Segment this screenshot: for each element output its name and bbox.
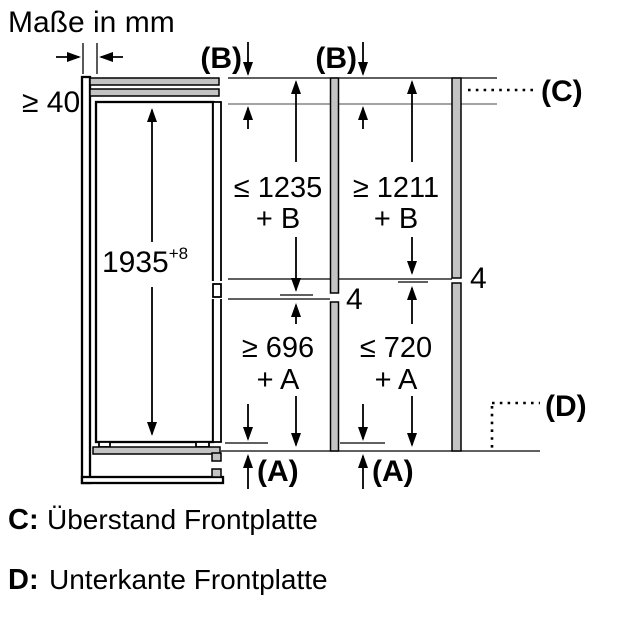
niche-height-value: 1935+8 xyxy=(102,244,188,279)
middle-panel-upper xyxy=(329,77,340,294)
legend: C:Überstand Frontplatte D:Unterkante Fro… xyxy=(8,504,328,596)
label-d: (D) xyxy=(545,390,587,423)
rear-gap-value: ≥ 40 xyxy=(22,86,80,119)
lower-right-variable: + A xyxy=(375,364,418,396)
appliance-body xyxy=(94,100,215,444)
top-gap-b-dimension: (B) (B) xyxy=(200,42,368,129)
c-callout: (C) xyxy=(468,75,583,108)
lower-left-value: ≥ 696 xyxy=(242,332,314,364)
upper-right-value: ≥ 1211 xyxy=(353,172,439,204)
right-panel-upper xyxy=(451,77,462,279)
d-callout: (D) xyxy=(490,390,587,450)
panel-gap-right-value: 4 xyxy=(470,262,487,295)
cabinet-rear-wall xyxy=(80,75,92,485)
rear-gap-dimension: ≥ 40 xyxy=(22,43,123,119)
bottom-gap-a-dimension: (A) (A) xyxy=(243,404,414,489)
niche-floor xyxy=(92,446,221,455)
appliance-door xyxy=(212,101,222,443)
legend-item-c: C:Überstand Frontplatte xyxy=(8,504,318,536)
cabinet-top-panel-inner xyxy=(89,88,220,97)
upper-left-variable: + B xyxy=(256,203,300,235)
plinth-bracket-upper xyxy=(211,452,222,462)
legend-item-d: D:Unterkante Frontplatte xyxy=(8,564,328,596)
panel-gap-left-value: 4 xyxy=(346,283,363,316)
lower-left-dimension: ≥ 696 + A xyxy=(242,303,314,447)
label-c: (C) xyxy=(541,75,583,108)
lower-right-value: ≤ 720 xyxy=(360,332,432,364)
lower-right-dimension: ≤ 720 + A xyxy=(360,286,432,447)
middle-panel-lower xyxy=(329,301,340,452)
upper-right-dimension: ≥ 1211 + B xyxy=(353,80,439,275)
front-panels xyxy=(329,77,462,452)
label-a-right: (A) xyxy=(372,455,414,488)
cabinet-section xyxy=(80,75,225,485)
door-hinge xyxy=(212,283,222,298)
label-b-left: (B) xyxy=(200,42,242,75)
label-a-left: (A) xyxy=(257,455,299,488)
cabinet-bottom xyxy=(80,475,225,485)
right-panel-lower xyxy=(451,282,462,452)
niche-height-dimension: 1935+8 xyxy=(102,108,188,436)
upper-right-variable: + B xyxy=(374,203,418,235)
diagram-title: Maße in mm xyxy=(8,6,175,39)
upper-left-dimension: ≤ 1235 + B xyxy=(234,80,323,292)
plinth-bracket-lower xyxy=(211,468,222,478)
cabinet-top-panel xyxy=(89,77,220,86)
upper-left-value: ≤ 1235 xyxy=(234,172,323,204)
lower-left-variable: + A xyxy=(257,364,300,396)
label-b-right: (B) xyxy=(315,42,357,75)
